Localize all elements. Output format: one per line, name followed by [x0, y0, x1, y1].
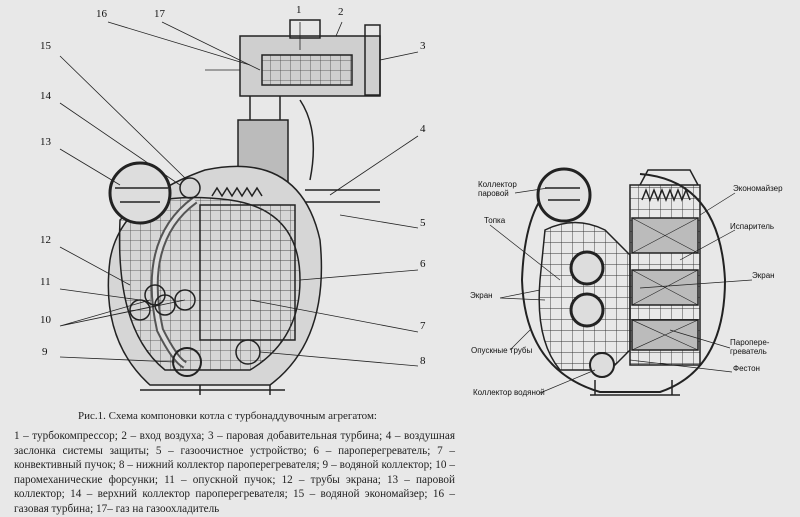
- right-leader-lines: [489, 187, 753, 394]
- label-screen-left: Экран: [470, 291, 493, 300]
- label-downcomers: Опускные трубы: [471, 346, 533, 355]
- label-12: 12: [40, 234, 51, 246]
- label-evaporator: Испаритель: [730, 222, 775, 231]
- label-16: 16: [96, 8, 107, 20]
- label-9: 9: [42, 346, 48, 358]
- label-17: 17: [154, 8, 165, 20]
- label-2: 2: [338, 6, 344, 18]
- label-7: 7: [420, 320, 426, 332]
- label-economizer: Экономайзер: [733, 184, 783, 193]
- label-festoon: Фестон: [733, 364, 760, 373]
- label-11: 11: [40, 276, 51, 288]
- label-13: 13: [40, 136, 51, 148]
- right-boiler-diagram: [520, 167, 727, 396]
- label-superheater-2: греватель: [730, 347, 767, 356]
- label-3: 3: [420, 40, 426, 52]
- label-5: 5: [420, 217, 426, 229]
- label-screen-right: Экран: [752, 271, 775, 280]
- label-superheater-1: Паропере-: [730, 338, 770, 347]
- figure-legend: 1 – турбокомпрессор; 2 – вход воздуха; 3…: [14, 430, 455, 515]
- label-water-collector: Коллектор водяной: [473, 388, 545, 397]
- label-10: 10: [40, 314, 51, 326]
- label-4: 4: [420, 123, 426, 135]
- label-steam-collector-1: Коллектор: [478, 180, 517, 189]
- figure-caption: Рис.1. Схема компоновки котла с турбонад…: [78, 410, 377, 422]
- label-8: 8: [420, 355, 426, 367]
- label-15: 15: [40, 40, 51, 52]
- label-14: 14: [40, 90, 51, 102]
- label-furnace: Топка: [484, 216, 506, 225]
- label-6: 6: [420, 258, 426, 270]
- label-steam-collector-2: паровой: [478, 189, 509, 198]
- leader-lines: [59, 21, 419, 367]
- label-1: 1: [296, 4, 302, 16]
- left-boiler-diagram: [107, 19, 381, 395]
